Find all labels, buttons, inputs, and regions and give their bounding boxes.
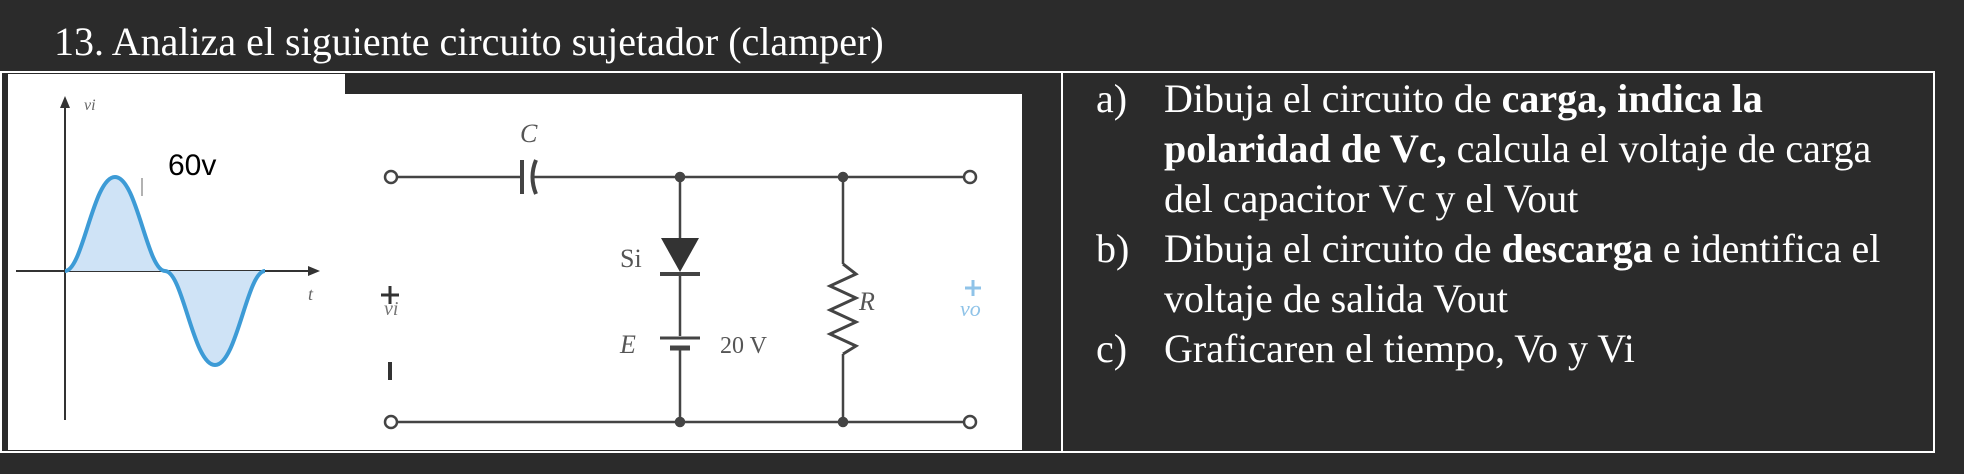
question-text-part: e identifica el voltaje de salida Vout bbox=[1164, 226, 1881, 321]
table-cell-divider bbox=[1061, 71, 1063, 453]
question-text-bold: carga, indica la polaridad de Vc, bbox=[1164, 76, 1763, 171]
input-terminal-top bbox=[383, 169, 399, 185]
output-terminal-top bbox=[962, 169, 978, 185]
resistor-icon bbox=[826, 262, 860, 356]
waveform-negative-fill bbox=[165, 271, 265, 365]
problem-title: 13. Analiza el siguiente circuito sujeta… bbox=[54, 19, 884, 64]
question-item: c) Graficaren el tiempo, Vo y Vi bbox=[1096, 324, 1916, 374]
diode-label: Si bbox=[620, 244, 642, 273]
question-list: a) Dibuja el circuito de carga, indica la… bbox=[1096, 74, 1916, 374]
x-axis-arrow-icon bbox=[308, 266, 320, 276]
bottom-band bbox=[0, 453, 1964, 474]
question-item: a) Dibuja el circuito de carga, indica la… bbox=[1096, 74, 1916, 224]
output-voltage-label: vo bbox=[960, 296, 981, 321]
clamper-circuit bbox=[381, 159, 981, 430]
question-text-part: calcula el voltaje de carga del capacito… bbox=[1164, 126, 1872, 221]
question-letter: a) bbox=[1096, 76, 1128, 121]
x-axis-label: t bbox=[308, 284, 314, 304]
question-text-part: Dibuja el circuito de bbox=[1164, 226, 1502, 271]
battery-label: E bbox=[619, 330, 636, 359]
resistor-label: R bbox=[858, 287, 875, 316]
circuit-figure: vi t 60v bbox=[8, 74, 1022, 450]
waveform-positive-fill bbox=[65, 177, 165, 271]
waveform-graph: vi t 60v bbox=[16, 96, 320, 420]
battery-value: 20 V bbox=[720, 333, 768, 359]
figure-panel: vi t 60v bbox=[8, 74, 1022, 450]
problem-table bbox=[0, 71, 1935, 453]
capacitor-label: C bbox=[520, 119, 538, 148]
question-text: Graficaren el tiempo, Vo y Vi bbox=[1164, 324, 1916, 374]
question-text: Dibuja el circuito de carga, indica la p… bbox=[1164, 74, 1916, 224]
input-voltage-label: vi bbox=[384, 298, 398, 320]
question-letter: c) bbox=[1096, 326, 1128, 371]
question-text-bold: descarga bbox=[1501, 226, 1653, 271]
question-text: Dibuja el circuito de descarga e identif… bbox=[1164, 224, 1916, 324]
sine-waveform bbox=[64, 174, 266, 368]
question-text-part: Dibuja el circuito de bbox=[1164, 76, 1502, 121]
waveform-background bbox=[8, 74, 345, 450]
diode-icon bbox=[661, 238, 699, 272]
y-axis-arrow-icon bbox=[60, 96, 70, 108]
y-axis-label: vi bbox=[84, 97, 96, 114]
question-item: b) Dibuja el circuito de descarga e ident… bbox=[1096, 224, 1916, 324]
input-terminal-bottom bbox=[383, 414, 399, 430]
question-letter: b) bbox=[1096, 226, 1130, 271]
amplitude-label: 60v bbox=[168, 149, 216, 182]
output-terminal-bottom bbox=[962, 414, 978, 430]
question-text-part: Graficaren el tiempo, Vo y Vi bbox=[1164, 326, 1635, 371]
